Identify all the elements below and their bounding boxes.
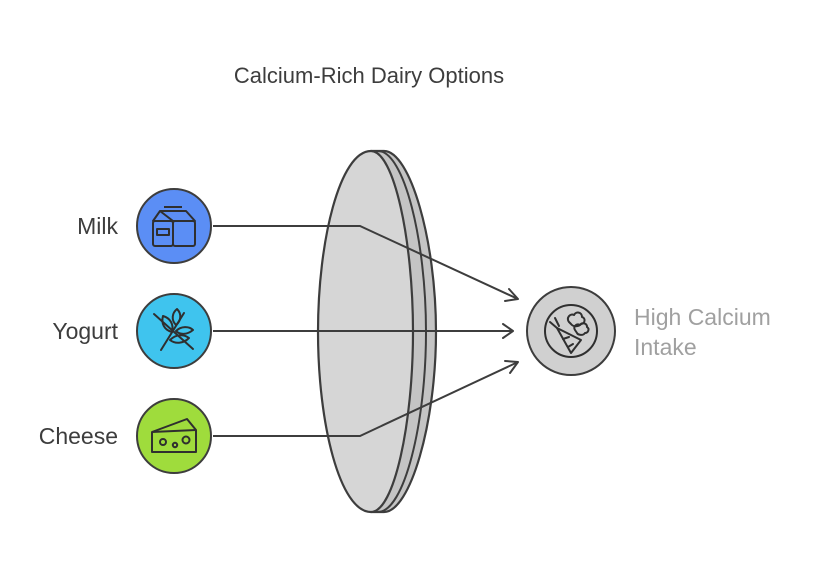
node-milk: Milk <box>77 188 212 264</box>
label-cheese: Cheese <box>39 423 118 449</box>
cheese-icon <box>151 418 197 453</box>
result-label-line1: High Calcium <box>634 304 771 330</box>
milk-carton-icon <box>152 206 196 247</box>
label-yogurt: Yogurt <box>52 318 118 344</box>
no-wheat-icon <box>153 308 194 351</box>
arrowhead-yogurt <box>502 323 514 339</box>
connector-cheese <box>213 361 519 437</box>
arrowhead-milk <box>504 288 519 302</box>
vegetables-icon <box>544 304 598 358</box>
label-milk: Milk <box>77 213 118 239</box>
node-cheese: Cheese <box>39 398 212 474</box>
diagram-title: Calcium-Rich Dairy Options <box>234 63 504 88</box>
connector-milk <box>213 225 519 300</box>
circle-result <box>526 286 616 376</box>
connectors <box>213 225 519 437</box>
result-label-line2: Intake <box>634 334 697 360</box>
circle-cheese <box>136 398 212 474</box>
node-yogurt: Yogurt <box>52 293 212 369</box>
arrowhead-cheese <box>504 360 519 374</box>
node-result: High Calcium Intake <box>526 286 771 376</box>
